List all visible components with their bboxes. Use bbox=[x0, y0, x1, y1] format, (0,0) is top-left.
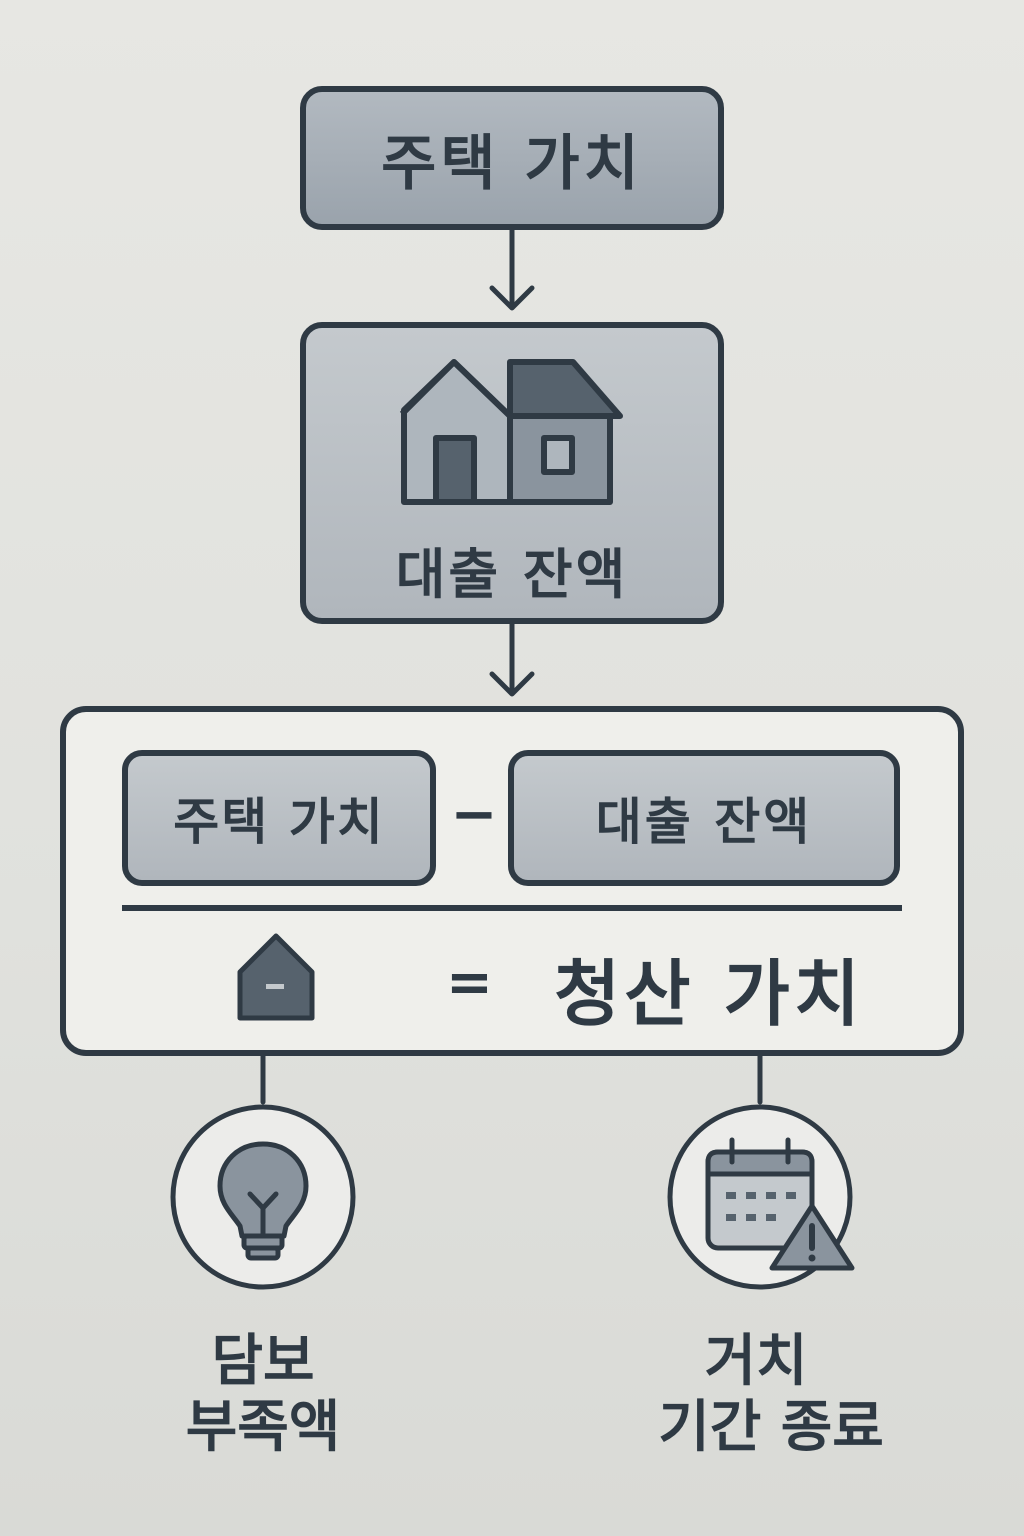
home-value-label: 주택 가치 bbox=[381, 128, 643, 199]
calendar-warning-icon bbox=[667, 1104, 855, 1290]
outcome-1-line-1: 담보 bbox=[211, 1329, 315, 1394]
formula-term-home-value: 주택 가치 bbox=[122, 750, 436, 886]
arrow-1-head bbox=[489, 285, 535, 311]
loan-balance-label: 대출 잔액 bbox=[395, 543, 629, 606]
minus-operator: − bbox=[450, 782, 498, 847]
house-icon bbox=[399, 359, 623, 505]
outcome-1-line-2: 부족액 bbox=[185, 1395, 341, 1460]
formula-term-home-value-label: 주택 가치 bbox=[173, 793, 385, 851]
formula-term-loan-balance-label: 대출 잔액 bbox=[595, 793, 813, 851]
formula-term-loan-balance: 대출 잔액 bbox=[508, 750, 900, 886]
outcome-2-line-2: 기간 종료 bbox=[658, 1395, 884, 1460]
liquidation-value-label: 청산 가치 bbox=[554, 952, 865, 1036]
lightbulb-icon bbox=[170, 1104, 356, 1290]
fraction-divider bbox=[122, 905, 902, 911]
equals-operator: = bbox=[446, 950, 493, 1015]
arrow-2-head bbox=[489, 671, 535, 697]
outcome-2-line-1: 거치 bbox=[704, 1329, 808, 1394]
loan-balance-box bbox=[300, 322, 724, 624]
home-value-box: 주택 가치 bbox=[300, 86, 724, 230]
small-house-icon bbox=[237, 933, 315, 1021]
